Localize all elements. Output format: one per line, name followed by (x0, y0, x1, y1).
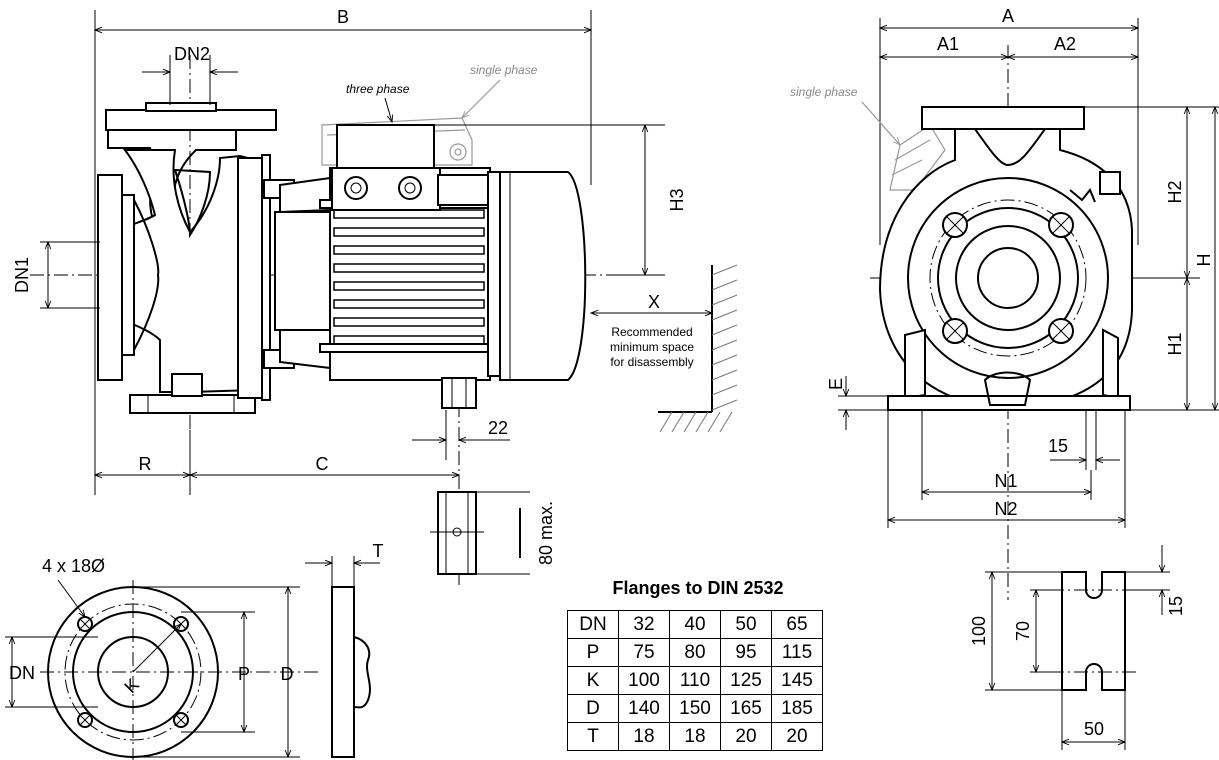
foot-side-detail (437, 491, 477, 575)
flange-table-cell: 80 (669, 638, 721, 667)
flange-table-cell: 95 (720, 638, 772, 667)
flange-bolt-holes-front (942, 212, 1074, 344)
label-three-phase: three phase (346, 82, 410, 96)
dim-label-DN1: DN1 (12, 257, 32, 293)
flange-table-cell: 20 (771, 722, 823, 751)
dim-label-holes: 4 x 18Ø (42, 556, 105, 576)
dim-label-70: 70 (1013, 621, 1033, 641)
foot-slot-detail: 100 70 15 50 (969, 545, 1186, 750)
three-phase-terminal-box (336, 124, 435, 171)
flange-table-row-header: D (567, 694, 619, 723)
dim-label-DN: DN (9, 663, 35, 683)
flange-table-cell: 150 (669, 694, 721, 723)
dim-label-H1: H1 (1165, 332, 1185, 355)
label-single-phase: single phase (470, 63, 538, 77)
flange-table-cell: 65 (771, 610, 823, 639)
dim-label-A1: A1 (937, 34, 959, 54)
flange-table-cell: 40 (669, 610, 721, 639)
flange-table-row-header: P (567, 638, 619, 667)
flange-side-section (331, 586, 355, 758)
flange-table-cell: 100 (618, 666, 670, 695)
dim-label-R: R (139, 454, 152, 474)
flange-table-row-header: T (567, 722, 619, 751)
dim-label-X: X (648, 292, 660, 312)
dim-label-DN2: DN2 (174, 44, 210, 64)
flange-table-cell: 185 (771, 694, 823, 723)
flange-table-cell: 18 (618, 722, 670, 751)
dim-label-K: K (120, 674, 143, 697)
discharge-flange-front (921, 106, 1085, 130)
pump-base-front (887, 395, 1131, 411)
front-view: A A1 A2 single phase (790, 6, 1219, 600)
flange-table-cell: 75 (618, 638, 670, 667)
flange-table-cell: 50 (720, 610, 772, 639)
dim-label-N2: N2 (994, 499, 1017, 519)
flange-table-cell: 140 (618, 694, 670, 723)
dim-label-E: E (826, 378, 846, 390)
flange-table-cell: 165 (720, 694, 772, 723)
dim-label-100: 100 (969, 616, 989, 646)
label-single-phase-front: single phase (790, 85, 858, 99)
wall-hatching (658, 264, 738, 433)
dim-label-50: 50 (1084, 719, 1104, 739)
dim-label-T: T (373, 541, 384, 561)
dim-label-D: D (281, 664, 294, 684)
fan-cover (499, 171, 587, 381)
flange-table-cell: 110 (669, 666, 721, 695)
flange-table-title: Flanges to DIN 2532 (612, 578, 784, 598)
suction-flange (97, 174, 123, 381)
dim-label-H3: H3 (667, 188, 687, 211)
casing-ring (907, 177, 1109, 379)
note-recommended: Recommended (611, 325, 692, 339)
flange-table-cell: 32 (618, 610, 670, 639)
discharge-flange (105, 109, 277, 131)
dim-label-H2: H2 (1165, 180, 1185, 203)
pump-foot (129, 394, 256, 414)
note-minimum-space: minimum space (610, 340, 694, 354)
dim-label-15-slot: 15 (1166, 596, 1186, 616)
pump-casing (119, 149, 257, 393)
cable-gland-icon (344, 176, 368, 200)
side-view: B (12, 7, 738, 585)
dim-label-A: A (1002, 6, 1014, 26)
flange-view: K 4 x 18Ø DN P D T (5, 541, 384, 760)
motor-foot (441, 377, 477, 409)
motor-cooling-fins (333, 209, 485, 345)
flange-table-cell: 20 (720, 722, 772, 751)
dim-label-N1: N1 (994, 471, 1017, 491)
flange-table-cell: 125 (720, 666, 772, 695)
flange-table-cell: 145 (771, 666, 823, 695)
dim-label-B: B (337, 7, 349, 27)
dim-label-15-front: 15 (1048, 436, 1068, 456)
dim-label-C: C (316, 454, 329, 474)
note-for-disassembly: for disassembly (610, 355, 693, 369)
dim-label-22: 22 (488, 418, 508, 438)
dim-label-A2: A2 (1054, 34, 1076, 54)
dim-label-P: P (238, 664, 250, 684)
flange-table-row-header: K (567, 666, 619, 695)
cable-gland-icon (398, 176, 422, 200)
flange-table-row-header: DN (567, 610, 619, 639)
single-phase-terminal-box (321, 117, 473, 166)
flange-table-cell: 115 (771, 638, 823, 667)
flange-table-cell: 18 (669, 722, 721, 751)
dim-label-H: H (1194, 254, 1214, 267)
dim-label-80max: 80 max. (536, 501, 556, 565)
